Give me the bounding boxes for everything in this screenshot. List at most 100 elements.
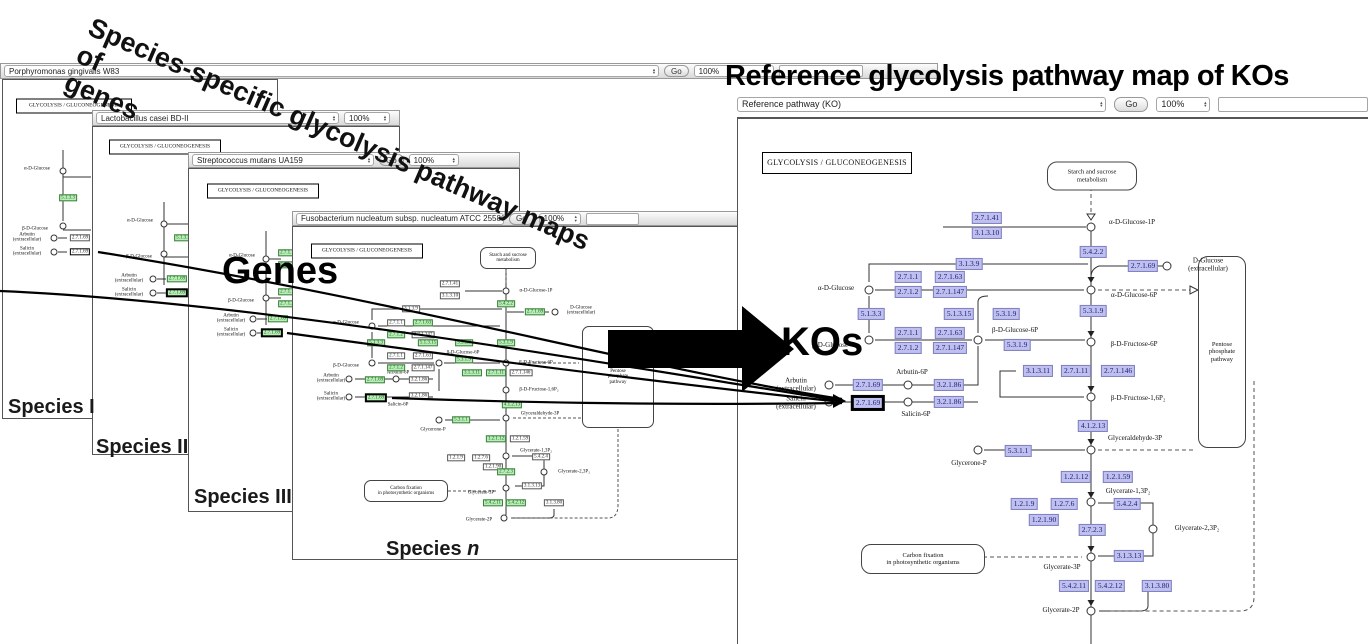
enzyme-box-3.1.3.10[interactable]: 3.1.3.10 bbox=[439, 292, 461, 300]
ko-box-3.1.3.9[interactable]: 3.1.3.9 bbox=[955, 257, 983, 271]
go-button[interactable]: Go bbox=[1114, 96, 1149, 112]
gene-box-5.3.1.9[interactable]: 5.3.1.9 bbox=[455, 356, 473, 364]
text-input[interactable] bbox=[585, 212, 639, 225]
gene-box-highlighted-2.7.1.69[interactable]: 2.7.1.69 bbox=[364, 393, 388, 403]
enzyme-box-3.1.3.13[interactable]: 3.1.3.13 bbox=[521, 482, 543, 490]
enzyme-box-2.7.1.1[interactable]: 2.7.1.1 bbox=[387, 352, 405, 360]
gene-box-2.7.1.69[interactable]: 2.7.1.69 bbox=[166, 275, 188, 283]
species-select[interactable]: Streptococcus mutans UA159 bbox=[192, 154, 374, 166]
gene-box-highlighted-2.7.1.69[interactable]: 2.7.1.69 bbox=[260, 328, 284, 338]
ko-box-5.4.2.2[interactable]: 5.4.2.2 bbox=[1079, 245, 1107, 259]
enzyme-box-1.2.1.59[interactable]: 1.2.1.59 bbox=[509, 435, 531, 443]
gene-box-5.4.2.11[interactable]: 5.4.2.11 bbox=[482, 499, 504, 507]
gene-box-5.3.1.9[interactable]: 5.3.1.9 bbox=[497, 339, 515, 347]
ko-box-1.2.1.9[interactable]: 1.2.1.9 bbox=[1010, 497, 1038, 511]
enzyme-box-2.7.1.146[interactable]: 2.7.1.146 bbox=[509, 369, 533, 377]
ko-box-3.2.1.86[interactable]: 3.2.1.86 bbox=[933, 395, 965, 409]
ko-box-2.7.2.3[interactable]: 2.7.2.3 bbox=[1078, 523, 1106, 537]
ko-box-5.4.2.4[interactable]: 5.4.2.4 bbox=[1113, 497, 1141, 511]
text-input[interactable] bbox=[1218, 96, 1368, 112]
ko-box-5.4.2.11[interactable]: 5.4.2.11 bbox=[1058, 579, 1090, 593]
ko-box-1.2.1.90[interactable]: 1.2.1.90 bbox=[1028, 513, 1060, 527]
gene-box-5.1.3.15[interactable]: 5.1.3.15 bbox=[417, 339, 439, 347]
ko-box-5.1.3.15[interactable]: 5.1.3.15 bbox=[943, 307, 975, 321]
ko-box-1.2.1.12[interactable]: 1.2.1.12 bbox=[1060, 470, 1092, 484]
ko-box-highlighted-2.7.1.69[interactable]: 2.7.1.69 bbox=[850, 394, 886, 412]
ko-box-2.7.1.147[interactable]: 2.7.1.147 bbox=[932, 285, 968, 299]
ko-box-2.7.1.11[interactable]: 2.7.1.11 bbox=[1060, 364, 1092, 378]
gene-box-2.7.1.69[interactable]: 2.7.1.69 bbox=[524, 308, 546, 316]
gene-box-1.2.1.12[interactable]: 1.2.1.12 bbox=[485, 435, 507, 443]
gene-box-5.4.2.2[interactable]: 5.4.2.2 bbox=[497, 300, 515, 308]
ko-box-1.2.1.59[interactable]: 1.2.1.59 bbox=[1102, 470, 1134, 484]
ko-box-5.3.1.1[interactable]: 5.3.1.1 bbox=[1004, 444, 1032, 458]
enzyme-box-3.1.3.9[interactable]: 3.1.3.9 bbox=[402, 305, 420, 313]
ko-box-2.7.1.69[interactable]: 2.7.1.69 bbox=[1127, 259, 1159, 273]
gene-box-4.1.2.13[interactable]: 4.1.2.13 bbox=[501, 401, 523, 409]
ko-box-2.7.1.1[interactable]: 2.7.1.1 bbox=[894, 270, 922, 284]
pathway-link-starch-and-sucrose-metabolism[interactable]: Starch and sucrose metabolism bbox=[1047, 161, 1137, 191]
gene-box-2.7.1.69[interactable]: 2.7.1.69 bbox=[364, 376, 386, 384]
text-input[interactable] bbox=[778, 65, 863, 77]
zoom-select[interactable]: 100% bbox=[1156, 96, 1211, 112]
ko-box-3.2.1.86[interactable]: 3.2.1.86 bbox=[933, 378, 965, 392]
ko-box-2.7.1.41[interactable]: 2.7.1.41 bbox=[971, 211, 1003, 225]
gene-box-2.7.1.63[interactable]: 2.7.1.63 bbox=[412, 319, 434, 327]
gene-box-2.7.1.2[interactable]: 2.7.1.2 bbox=[387, 364, 405, 372]
enzyme-box-1.2.7.6[interactable]: 1.2.7.6 bbox=[472, 454, 490, 462]
enzyme-box-2.7.1.41[interactable]: 2.7.1.41 bbox=[439, 280, 461, 288]
zoom-select[interactable]: 100% bbox=[344, 112, 390, 124]
enzyme-box-5.4.2.4[interactable]: 5.4.2.4 bbox=[532, 453, 550, 461]
enzyme-box-2.7.1.147[interactable]: 2.7.1.147 bbox=[411, 331, 435, 339]
gene-box-5.3.1.1[interactable]: 5.3.1.1 bbox=[452, 416, 470, 424]
ko-box-5.3.1.9[interactable]: 5.3.1.9 bbox=[1079, 304, 1107, 318]
gene-box-2.7.2.3[interactable]: 2.7.2.3 bbox=[497, 468, 515, 476]
go-button[interactable]: Go bbox=[664, 65, 689, 77]
ko-box-3.1.3.10[interactable]: 3.1.3.10 bbox=[971, 226, 1003, 240]
pathway-select[interactable]: Reference pathway (KO) bbox=[737, 96, 1107, 112]
enzyme-box-3.2.1.86[interactable]: 3.2.1.86 bbox=[408, 376, 430, 384]
pathway-link-pentose-phosphate-pathway[interactable]: Pentose phosphate pathway bbox=[1198, 256, 1246, 448]
gene-box-3.1.3.11[interactable]: 3.1.3.11 bbox=[461, 369, 483, 377]
ko-box-2.7.1.63[interactable]: 2.7.1.63 bbox=[934, 270, 966, 284]
zoom-select[interactable]: 100% bbox=[408, 154, 459, 166]
go-button[interactable]: Go bbox=[509, 212, 534, 225]
go-button[interactable]: Go bbox=[379, 154, 404, 166]
ko-box-1.2.7.6[interactable]: 1.2.7.6 bbox=[1050, 497, 1078, 511]
gene-box-5.1.3.3[interactable]: 5.1.3.3 bbox=[367, 339, 385, 347]
gene-box-2.7.1.2[interactable]: 2.7.1.2 bbox=[387, 331, 405, 339]
ko-box-5.1.3.3[interactable]: 5.1.3.3 bbox=[857, 307, 885, 321]
ko-box-2.7.1.146[interactable]: 2.7.1.146 bbox=[1100, 364, 1136, 378]
pathway-link-carbon-fixation-in-photosynthetic-organisms[interactable]: Carbon fixation in photosynthetic organi… bbox=[364, 480, 448, 502]
gene-box-5.1.3.3[interactable]: 5.1.3.3 bbox=[59, 194, 77, 202]
enzyme-box-2.7.1.1[interactable]: 2.7.1.1 bbox=[387, 319, 405, 327]
ko-box-2.7.1.2[interactable]: 2.7.1.2 bbox=[894, 285, 922, 299]
enzyme-box-1.2.1.90[interactable]: 1.2.1.90 bbox=[482, 463, 504, 471]
enzyme-box-1.2.1.9[interactable]: 1.2.1.9 bbox=[447, 454, 465, 462]
enzyme-box-2.7.1.69[interactable]: 2.7.1.69 bbox=[69, 234, 91, 242]
pathway-link-pentose-phosphate-pathway[interactable]: Pentose phosphate pathway bbox=[582, 326, 654, 428]
ko-box-5.3.1.9[interactable]: 5.3.1.9 bbox=[992, 307, 1020, 321]
species-select[interactable]: Fusobacterium nucleatum subsp. nucleatum… bbox=[296, 212, 504, 225]
enzyme-box-3.2.1.86[interactable]: 3.2.1.86 bbox=[408, 392, 430, 400]
gene-box-2.7.1.11[interactable]: 2.7.1.11 bbox=[485, 369, 507, 377]
ko-box-4.1.2.13[interactable]: 4.1.2.13 bbox=[1077, 419, 1109, 433]
gene-box-highlighted-2.7.1.69[interactable]: 2.7.1.69 bbox=[165, 288, 189, 298]
ko-box-3.1.3.11[interactable]: 3.1.3.11 bbox=[1022, 364, 1054, 378]
ko-box-2.7.1.147[interactable]: 2.7.1.147 bbox=[932, 341, 968, 355]
enzyme-box-3.1.3.80[interactable]: 3.1.3.80 bbox=[543, 499, 565, 507]
ko-box-2.7.1.1[interactable]: 2.7.1.1 bbox=[894, 326, 922, 340]
enzyme-box-highlighted-2.7.1.69[interactable]: 2.7.1.69 bbox=[69, 248, 91, 256]
ko-box-3.1.3.80[interactable]: 3.1.3.80 bbox=[1141, 579, 1173, 593]
ko-box-3.1.3.13[interactable]: 3.1.3.13 bbox=[1113, 549, 1145, 563]
species-select[interactable]: Lactobacillus casei BD-II bbox=[96, 112, 339, 124]
gene-box-2.7.1.69[interactable]: 2.7.1.69 bbox=[267, 315, 289, 323]
zoom-select[interactable]: 100% bbox=[538, 212, 581, 225]
ko-box-2.7.1.2[interactable]: 2.7.1.2 bbox=[894, 341, 922, 355]
ko-box-5.3.1.9[interactable]: 5.3.1.9 bbox=[1003, 338, 1031, 352]
enzyme-box-2.7.1.147[interactable]: 2.7.1.147 bbox=[411, 364, 435, 372]
enzyme-box-2.7.1.63[interactable]: 2.7.1.63 bbox=[412, 352, 434, 360]
gene-box-5.3.1.9[interactable]: 5.3.1.9 bbox=[455, 339, 473, 347]
gene-box-5.4.2.12[interactable]: 5.4.2.12 bbox=[505, 499, 527, 507]
zoom-select[interactable]: 100% bbox=[693, 65, 774, 77]
